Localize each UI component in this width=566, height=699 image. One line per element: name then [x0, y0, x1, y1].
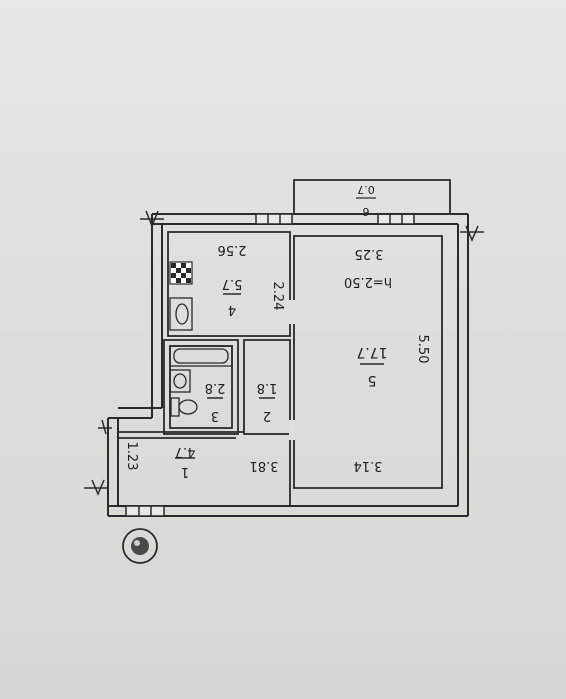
room-4-area: 5.7	[222, 276, 243, 291]
room-6-area: 0.7	[357, 183, 375, 196]
room-2-area: 1.8	[257, 380, 278, 395]
washbasin-icon	[169, 369, 191, 393]
room-3-number: 3	[211, 408, 219, 423]
stove-icon	[169, 261, 193, 285]
balcony-outline	[293, 179, 451, 215]
room-6-number: 6	[363, 205, 370, 218]
dim-1-23: 1.23	[124, 442, 139, 471]
room-3-area: 2.8	[205, 380, 226, 395]
toilet-icon	[170, 397, 198, 417]
room-5-number: 5	[368, 372, 377, 388]
dim-5-50: 5.50	[415, 335, 430, 364]
dim-2-24: 2.24	[270, 282, 285, 311]
bathtub-icon	[169, 345, 233, 367]
wall-break-marks	[84, 210, 484, 496]
room-1-area: 4.7	[175, 444, 196, 459]
dim-3-14: 3.14	[354, 458, 383, 473]
outer-walls	[107, 213, 469, 517]
room-4-number: 4	[228, 302, 236, 317]
dim-3-25: 3.25	[355, 246, 384, 261]
dim-2-56: 2.56	[218, 242, 247, 257]
dim-3-81: 3.81	[250, 458, 279, 473]
door-openings	[289, 300, 295, 440]
kitchen-sink-icon	[169, 297, 193, 331]
room-5-area: 17.7	[356, 344, 387, 360]
room-2-number: 2	[263, 408, 271, 423]
ceiling-height: h=2.50	[344, 274, 392, 289]
interior-walls	[118, 231, 443, 506]
compass-icon	[122, 528, 158, 564]
room-1-number: 1	[181, 464, 189, 479]
